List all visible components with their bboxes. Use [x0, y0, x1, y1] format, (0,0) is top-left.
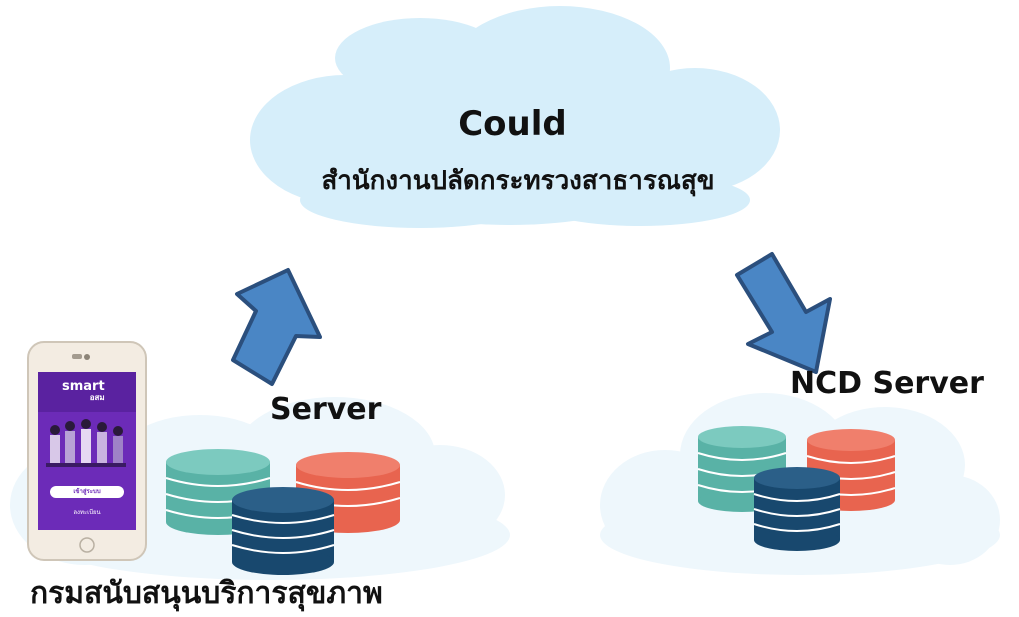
cloud-subtitle: สำนักงานปลัดกระทรวงสาธารณสุข — [321, 166, 715, 196]
phone-register-link[interactable]: ลงทะเบียน — [73, 509, 101, 516]
people-illustration — [46, 419, 126, 467]
db-stack-right-navy — [753, 467, 841, 551]
down-arrow-icon — [735, 252, 832, 374]
phone-logo: smart อสม — [62, 380, 105, 402]
smartphone — [27, 341, 147, 561]
org-label: กรมสนับสนุนบริการสุขภาพ — [30, 576, 383, 611]
phone-logo-sub: อสม — [89, 393, 105, 402]
cloud-title: Could — [458, 104, 567, 144]
phone-login-button[interactable]: เข้าสู่ระบบ — [50, 486, 124, 498]
db-stack-left-navy — [231, 487, 335, 575]
up-arrow-icon — [231, 268, 322, 386]
cloud-main — [250, 6, 780, 228]
left-server-label: Server — [270, 392, 382, 427]
phone-logo-text: smart — [62, 379, 105, 394]
ncd-server-label: NCD Server — [790, 366, 984, 401]
